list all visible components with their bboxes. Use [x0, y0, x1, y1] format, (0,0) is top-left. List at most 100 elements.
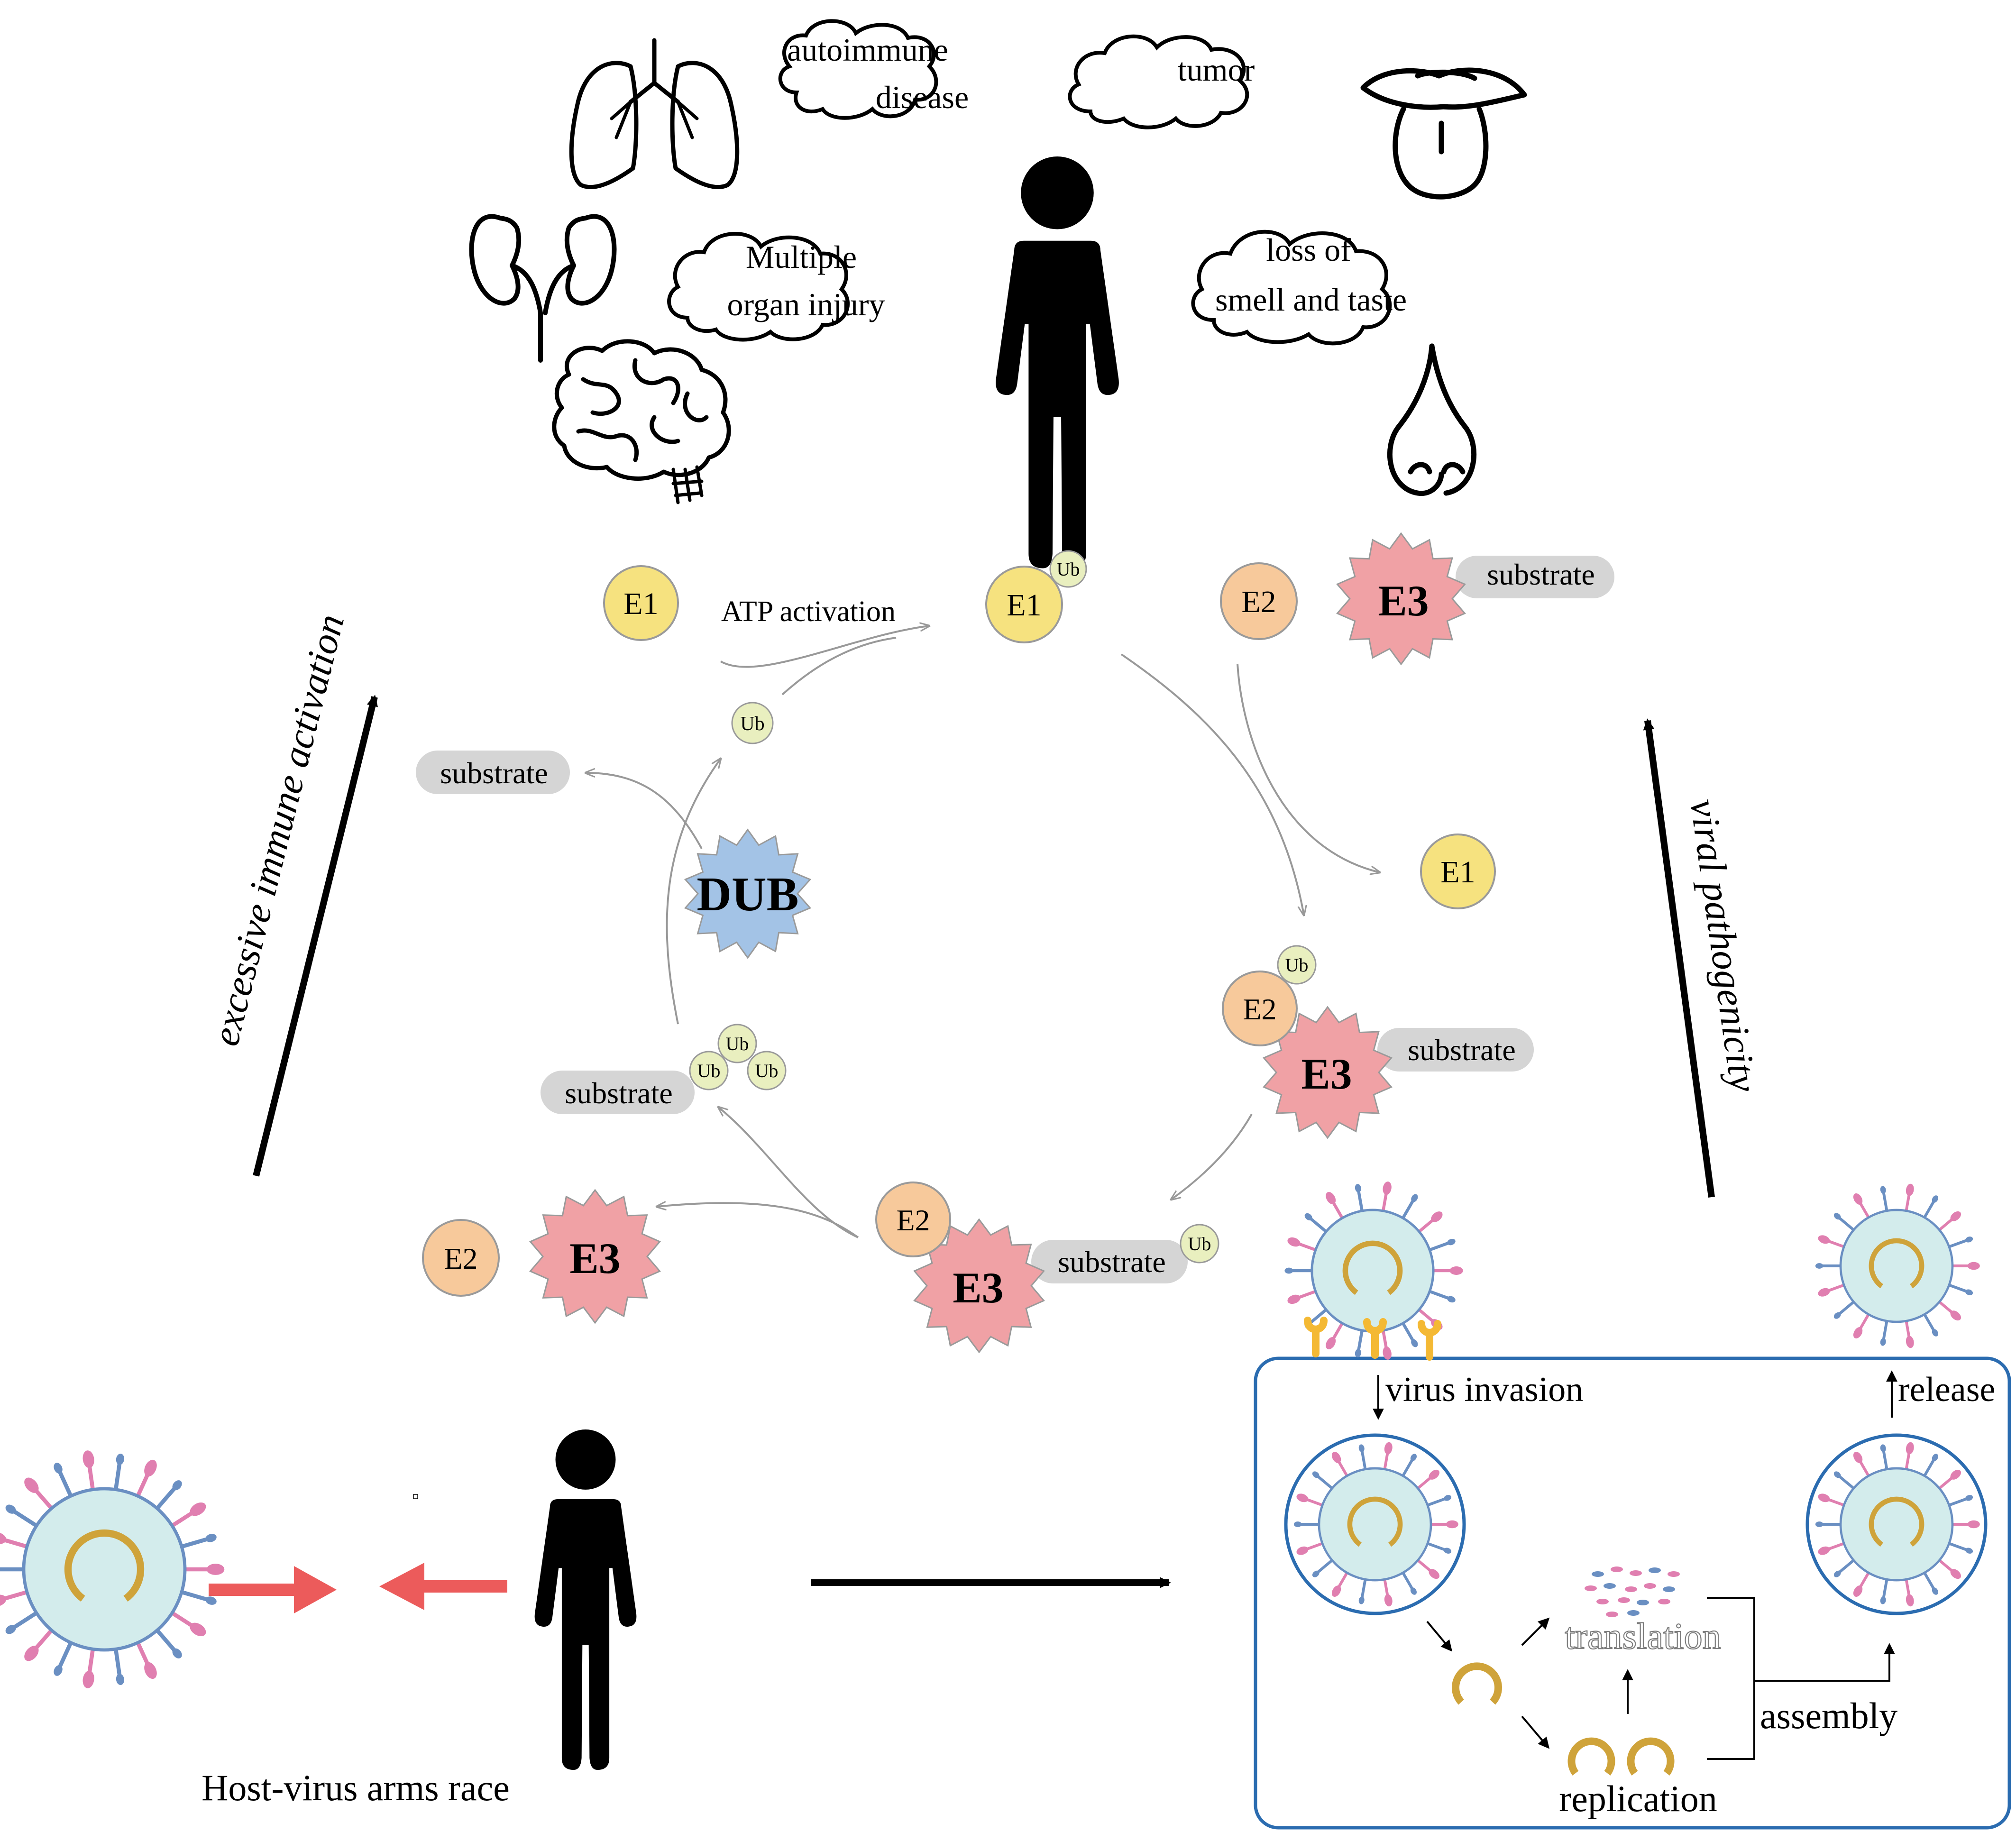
virus-spike-head: [116, 1674, 124, 1685]
virus-spike-head: [1818, 1546, 1830, 1555]
virus-spike-head: [1410, 1587, 1417, 1595]
virus-spike-head: [1880, 1186, 1886, 1194]
protein-fragment: [1618, 1597, 1630, 1603]
protein-fragment: [1649, 1567, 1661, 1573]
virus-in-vesicle: [1815, 1442, 1980, 1607]
substrate-bottom-label: substrate: [1058, 1245, 1166, 1279]
e3-right-shape: [1263, 1006, 1393, 1139]
substrate-polyub-label: substrate: [565, 1076, 673, 1110]
virus-spike-head: [205, 1596, 217, 1605]
virus-spike-head: [1818, 1493, 1830, 1502]
protein-fragments: [1585, 1566, 1680, 1617]
virus-spike-head: [1296, 1546, 1309, 1555]
e3-left-shape: [529, 1189, 661, 1324]
virus-spike-head: [1932, 1587, 1938, 1595]
e2-ub-e3-substrate-complex: E2 Ub E3 substrate: [1222, 945, 1534, 1139]
cycle-arrows: [586, 626, 1380, 1238]
receptors: [1304, 1317, 1441, 1361]
virus-spike-head: [1906, 1336, 1914, 1348]
virus-spike-head: [1967, 1262, 1980, 1270]
virus-spike-head: [1932, 1454, 1938, 1461]
person-icon-bottom: [534, 1429, 637, 1770]
protein-fragment: [1627, 1610, 1640, 1616]
coronavirus-icon: [0, 1450, 225, 1688]
virus-spike-head: [1965, 1495, 1973, 1501]
virus-spike-head: [1429, 1469, 1440, 1480]
e2-free-top-label: E2: [1241, 585, 1276, 619]
virus-spike-head: [1443, 1548, 1452, 1554]
tiny-marker: [413, 1494, 418, 1499]
genome-copy-2: [1627, 1737, 1675, 1776]
virus-spike-head: [1447, 1238, 1456, 1246]
virus-spike-head: [1950, 1310, 1961, 1321]
virus-spike-head: [172, 1648, 182, 1658]
polyubiquitinated-substrate: substrate Ub Ub Ub: [541, 1024, 787, 1114]
virus-spike-head: [0, 1532, 7, 1544]
protein-fragment: [1630, 1570, 1642, 1576]
e3-left-label: E3: [569, 1234, 620, 1282]
e1-released-label: E1: [1440, 855, 1475, 889]
protein-fragment: [1644, 1583, 1656, 1589]
e1-ub-complex: E1 Ub: [985, 550, 1087, 643]
assembly-label: assembly: [1760, 1695, 1897, 1736]
dub-enzyme: DUB: [684, 828, 812, 959]
translation-label: translation: [1565, 1615, 1721, 1657]
protein-fragment: [1596, 1599, 1609, 1604]
e2-e3-released: E2 E3: [422, 1189, 661, 1324]
virus-spike-head: [1446, 1520, 1458, 1529]
cloud-smell-line2: smell and taste: [1215, 282, 1407, 318]
virus-spike-head: [1880, 1596, 1886, 1604]
e2-right-label: E2: [1243, 992, 1276, 1026]
protein-fragment: [1585, 1585, 1597, 1591]
e3-top-label: E3: [1378, 577, 1429, 625]
virus-spike-head: [1447, 1296, 1456, 1303]
lungs-icon: [569, 38, 740, 189]
protein-fragment: [1606, 1612, 1618, 1617]
virus-envelope: [1318, 1467, 1432, 1582]
virus-spike-head: [1853, 1452, 1863, 1463]
host-cell: [1254, 1356, 2011, 1830]
virus-spike-head: [1965, 1548, 1973, 1554]
virus-spike-head: [1410, 1454, 1417, 1461]
virus-spike-head: [1331, 1452, 1341, 1463]
virus-spike-head: [1967, 1520, 1980, 1529]
virus-spike-head: [1383, 1182, 1392, 1195]
virus-spike-head: [1355, 1184, 1361, 1192]
virus-spike-head: [5, 1504, 16, 1514]
virus-spike-head: [190, 1622, 206, 1637]
virus-spike-head: [1304, 1213, 1312, 1221]
substrate-freed: substrate: [416, 751, 570, 794]
protein-fragment: [1592, 1571, 1604, 1577]
e1-released: E1: [1420, 834, 1496, 909]
brain-icon: [552, 339, 731, 504]
virus-spike-head: [1443, 1495, 1452, 1501]
virus-spike-head: [1411, 1339, 1418, 1347]
virus-spike-head: [1815, 1521, 1824, 1527]
virus-in-endosome: [1293, 1442, 1458, 1607]
virus-genome: [1869, 1496, 1924, 1547]
e3-bottom-label: E3: [953, 1264, 1003, 1312]
virus-envelope: [1839, 1209, 1954, 1323]
virus-spike-head: [1355, 1349, 1361, 1357]
virus-envelope: [1839, 1467, 1954, 1582]
ub-free-label: Ub: [740, 713, 764, 735]
virus-spike-head: [1326, 1337, 1336, 1349]
cloud-multiple-line2: organ injury: [727, 286, 885, 322]
arms-race-caption: Host-virus arms race: [202, 1767, 510, 1808]
e1-free: E1: [603, 565, 679, 641]
polyub-ub-3: Ub: [755, 1060, 779, 1081]
virus-entering: [1284, 1182, 1463, 1360]
virus-spike-head: [1853, 1327, 1863, 1338]
cloud-autoimmune-line2: disease: [876, 79, 969, 115]
virus-spike-head: [1284, 1267, 1293, 1274]
virus-genome: [1347, 1496, 1403, 1547]
virus-genome: [1342, 1240, 1403, 1295]
virus-spike-head: [1358, 1444, 1365, 1452]
excessive-immune-arrow: [253, 695, 378, 1177]
e3-substrate-top: E3 substrate: [1336, 532, 1614, 666]
virus-spike-head: [24, 1477, 39, 1493]
protein-fragment: [1663, 1586, 1675, 1592]
virus-spike-head: [205, 1534, 217, 1542]
virus-spike-head: [1950, 1569, 1961, 1579]
ub-right-label: Ub: [1285, 954, 1309, 976]
